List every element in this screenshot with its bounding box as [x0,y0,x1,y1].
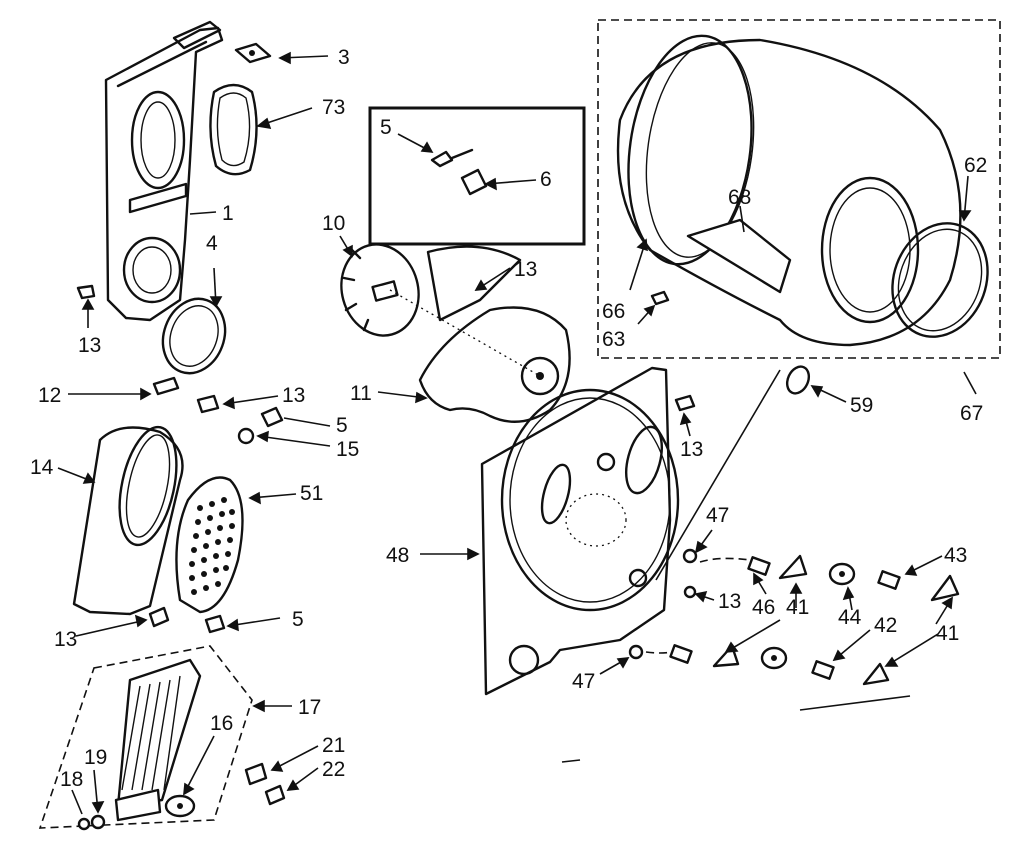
callout-47-a: 47 [706,504,729,527]
callout-68: 68 [728,186,751,209]
callout-13-e: 13 [680,438,703,461]
lint-screen-part-51 [175,476,244,614]
callout-13-d: 13 [54,628,77,651]
callout-5-b: 5 [336,414,348,437]
hardware-21-22 [244,762,286,806]
callout-6: 6 [540,168,552,191]
callout-21: 21 [322,734,345,757]
inset-box-screw-clip [368,106,586,246]
screw-part-13-bulkhead [674,394,696,412]
callout-44: 44 [838,606,862,629]
drum-assembly-group [597,19,1001,359]
callout-13-b: 13 [514,258,537,281]
callout-15: 15 [336,438,359,461]
callout-48: 48 [386,544,409,567]
callout-42: 42 [874,614,897,637]
callout-22: 22 [322,758,345,781]
callout-41-a: 41 [786,596,809,619]
callout-13-c: 13 [282,384,305,407]
callout-3: 3 [338,46,350,69]
callout-11: 11 [350,382,372,405]
leader-lines [57,51,977,815]
seal-ring-part-4 [161,297,227,375]
front-panel-part-1 [104,20,224,322]
callout-46: 46 [752,596,775,619]
callout-19: 19 [84,746,107,769]
bracket-part-3 [234,42,272,64]
roller-hardware-row [628,548,960,686]
callout-51: 51 [300,482,323,505]
callout-5-c: 5 [292,608,304,631]
heater-assembly-part-17 [38,645,253,829]
callout-43: 43 [944,544,967,567]
duct-part-14 [72,425,184,616]
blower-housing-part-11 [389,245,571,423]
callout-63: 63 [602,328,625,351]
callout-67: 67 [960,402,983,425]
callout-12: 12 [38,384,61,407]
callout-13-f: 13 [718,590,741,613]
thermostat-part-16 [164,794,196,818]
gasket-part-59 [785,365,811,395]
callout-13-a: 13 [78,334,101,357]
blower-wheel-part-10 [340,243,420,337]
callout-5-a: 5 [380,116,392,139]
small-parts-18-19 [77,814,106,831]
callout-10: 10 [322,212,345,235]
clip-part-12 [152,376,180,396]
callout-18: 18 [60,768,83,791]
callout-62: 62 [964,154,987,177]
callout-41-b: 41 [936,622,959,645]
screw-part-63 [650,290,670,306]
callout-17: 17 [298,696,321,719]
callout-labels: 3 73 1 4 13 5 6 10 13 11 12 13 5 15 14 5… [30,46,987,791]
callout-47-b: 47 [572,670,595,693]
callout-16: 16 [210,712,233,735]
callout-66: 66 [602,300,625,323]
callout-4: 4 [206,232,218,255]
callout-73: 73 [322,96,345,119]
callout-59: 59 [850,394,873,417]
gasket-part-73 [209,83,258,176]
drum-seal-part-62 [891,222,989,338]
callout-1: 1 [222,202,234,225]
screws-lower-13-5 [148,606,226,634]
rear-bulkhead-part-48 [480,366,680,696]
screws-13-5-15 [196,394,284,445]
callout-14: 14 [30,456,54,479]
screw-part-13-upper [76,284,96,300]
